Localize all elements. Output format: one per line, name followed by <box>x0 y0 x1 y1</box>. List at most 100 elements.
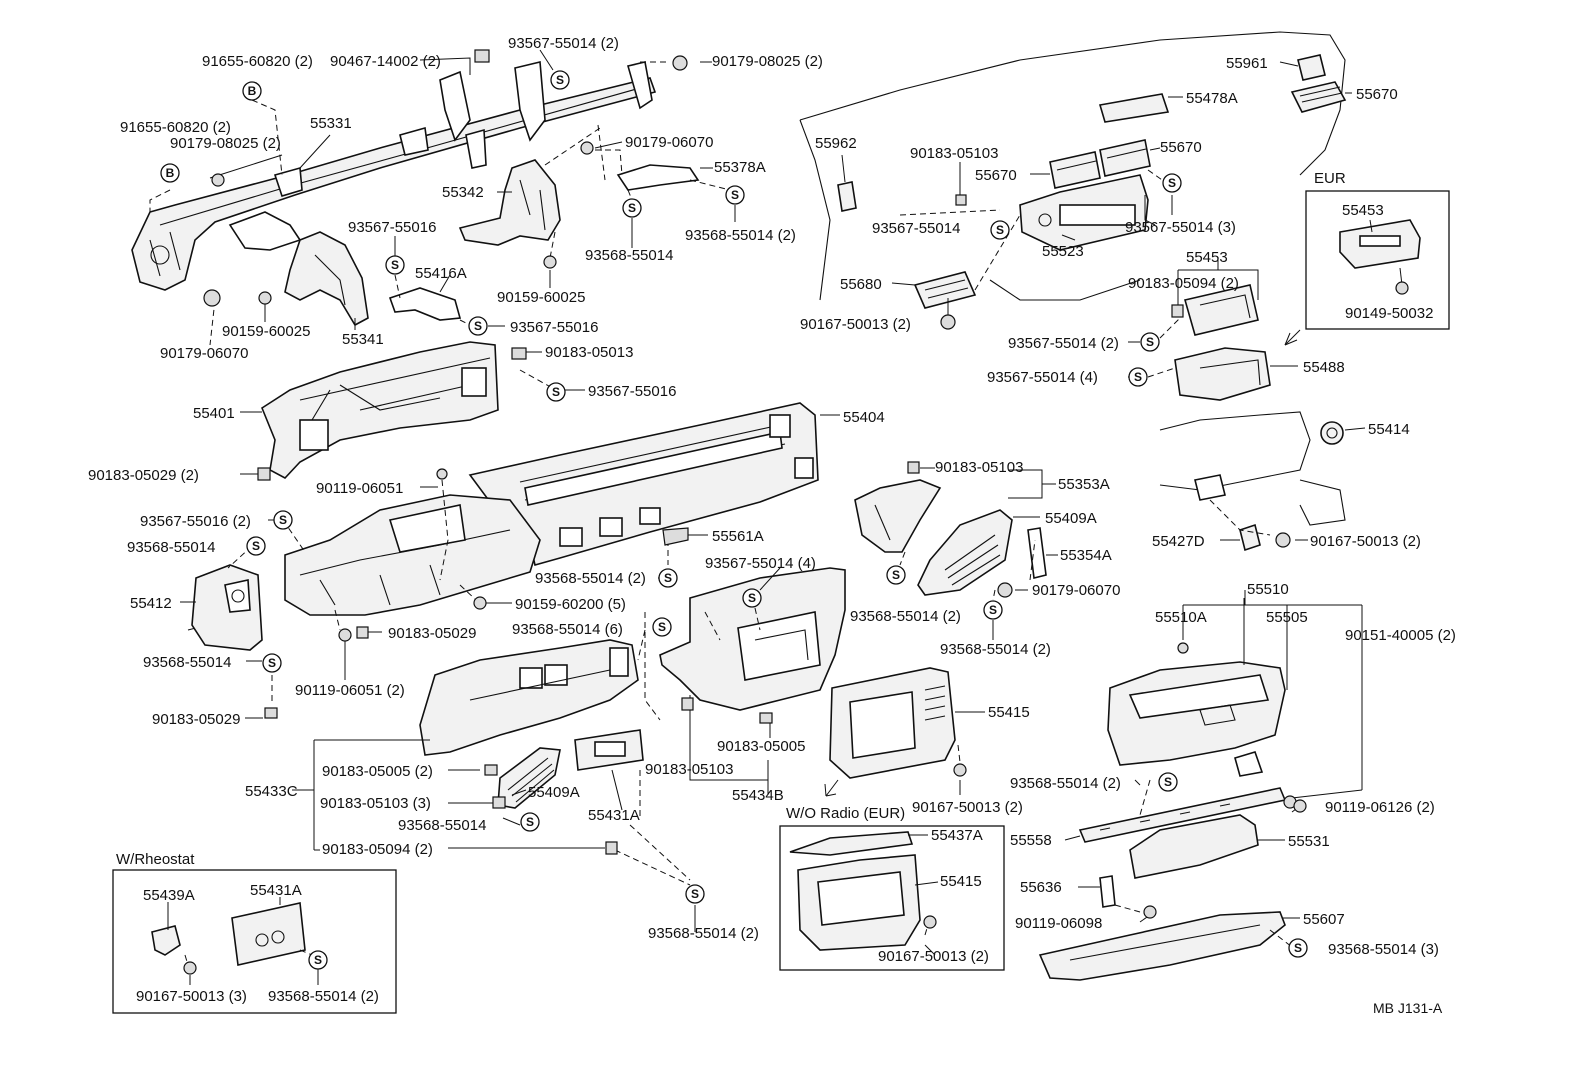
symbol-s: S <box>1158 772 1178 792</box>
label-55510: 55510 <box>1247 581 1289 598</box>
label-90167-50013: 90167-50013 (3) <box>136 988 247 1005</box>
label-90119-06098: 90119-06098 <box>1015 915 1102 932</box>
label-55341: 55341 <box>342 331 384 348</box>
part-55680-connector <box>913 271 977 309</box>
label-93568-55014: 93568-55014 <box>143 654 231 671</box>
label-90183-05103: 90183-05103 <box>910 145 998 162</box>
symbol-s: S <box>652 617 672 637</box>
inset-box-w-rheostat <box>112 869 397 1014</box>
part-55636-bracket <box>1099 875 1116 908</box>
fasteners <box>183 49 1409 975</box>
label-55409a: 55409A <box>528 784 580 801</box>
label-55558: 55558 <box>1010 832 1052 849</box>
svg-text:S: S <box>391 258 399 272</box>
label-90119-06126: 90119-06126 (2) <box>1325 799 1435 816</box>
part-55478a-strip <box>1098 93 1170 123</box>
label-55416a: 55416A <box>415 265 467 282</box>
label-eur: EUR <box>1314 170 1346 187</box>
part-55431a-switch-panel <box>574 729 644 771</box>
svg-text:S: S <box>1164 775 1172 789</box>
label-55607: 55607 <box>1303 911 1345 928</box>
label-90183-05094: 90183-05094 (2) <box>322 841 433 858</box>
part-55353a-side-panel <box>854 479 942 553</box>
label-90183-05013: 90183-05013 <box>545 344 633 361</box>
svg-text:B: B <box>166 166 175 180</box>
label-55427d: 55427D <box>1152 533 1205 550</box>
label-55378a: 55378A <box>714 159 766 176</box>
label-93567-55014: 93567-55014 (3) <box>1125 219 1236 236</box>
part-55434b-center-lower <box>659 567 846 711</box>
symbol-s: S <box>273 510 293 530</box>
label-55505: 55505 <box>1266 609 1308 626</box>
symbol-s: S <box>308 950 328 970</box>
label-90183-05005: 90183-05005 <box>717 738 805 755</box>
svg-text:S: S <box>628 201 636 215</box>
svg-text:S: S <box>731 188 739 202</box>
label-55961: 55961 <box>1226 55 1268 72</box>
part-labels: 91655-60820 (2) 90467-14002 (2) 93567-55… <box>88 35 1456 1016</box>
part-55510-glove-box <box>1107 661 1286 777</box>
label-diagram-code: MB J131-A <box>1373 1000 1443 1016</box>
label-93568-55014: 93568-55014 (6) <box>512 621 623 638</box>
label-w-rheostat: W/Rheostat <box>116 851 195 868</box>
label-90119-06051: 90119-06051 (2) <box>295 682 405 699</box>
label-90179-06070: 90179-06070 <box>160 345 248 362</box>
label-91655-60820: 91655-60820 (2) <box>120 119 231 136</box>
symbol-markers: B B S S S S S S S S S S S S S S S S S S … <box>160 70 1308 970</box>
symbol-s: S <box>385 255 405 275</box>
symbol-s: S <box>550 70 570 90</box>
part-55439a-rheostat <box>151 925 181 956</box>
symbol-s: S <box>685 884 705 904</box>
label-90179-06070: 90179-06070 <box>625 134 713 151</box>
label-93568-55014: 93568-55014 (3) <box>1328 941 1439 958</box>
label-55431a: 55431A <box>588 807 640 824</box>
svg-text:S: S <box>268 656 276 670</box>
part-55412-side-panel <box>191 564 263 651</box>
label-90167-50013: 90167-50013 (2) <box>800 316 911 333</box>
label-90179-08025: 90179-08025 (2) <box>712 53 823 70</box>
part-55523-center-frame <box>1019 174 1149 251</box>
label-90167-50013: 90167-50013 (2) <box>878 948 989 965</box>
symbol-s: S <box>262 653 282 673</box>
part-55961-vent <box>1297 54 1326 81</box>
part-55670-center-vents <box>1049 139 1151 189</box>
svg-text:S: S <box>279 513 287 527</box>
svg-text:S: S <box>552 385 560 399</box>
label-90467-14002: 90467-14002 (2) <box>330 53 441 70</box>
symbol-s: S <box>1288 938 1308 958</box>
label-55561a: 55561A <box>712 528 764 545</box>
label-55434b: 55434B <box>732 787 784 804</box>
symbol-s: S <box>725 185 745 205</box>
part-55404-dashboard <box>468 402 819 566</box>
symbol-s: S <box>520 812 540 832</box>
label-55409a: 55409A <box>1045 510 1097 527</box>
part-55531-door-inner <box>1129 814 1259 879</box>
label-90183-05029: 90183-05029 <box>388 625 476 642</box>
symbol-s: S <box>546 382 566 402</box>
svg-text:S: S <box>526 815 534 829</box>
label-55670: 55670 <box>1160 139 1202 156</box>
label-93568-55014: 93568-55014 (2) <box>850 608 961 625</box>
part-55670-side-vent <box>1290 81 1347 113</box>
symbol-s: S <box>886 565 906 585</box>
symbol-s: S <box>1140 332 1160 352</box>
part-55341-brace <box>284 231 369 327</box>
part-55415-wo-radio <box>797 854 921 951</box>
label-55439a: 55439A <box>143 887 195 904</box>
symbol-s: S <box>1128 367 1148 387</box>
label-90151-40005: 90151-40005 (2) <box>1345 627 1456 644</box>
part-55409a-right-vent <box>917 509 1013 596</box>
label-93567-55014: 93567-55014 (4) <box>987 369 1098 386</box>
svg-text:S: S <box>996 223 1004 237</box>
part-55962-switch <box>837 181 857 212</box>
symbol-s: S <box>622 198 642 218</box>
label-90167-50013: 90167-50013 (2) <box>1310 533 1421 550</box>
label-90183-05103: 90183-05103 <box>645 761 733 778</box>
label-93567-55014: 93567-55014 (2) <box>508 35 619 52</box>
part-55354a-bracket <box>1027 527 1047 579</box>
label-55488: 55488 <box>1303 359 1345 376</box>
label-90183-05094: 90183-05094 (2) <box>1128 275 1239 292</box>
symbol-b: B <box>242 81 262 101</box>
label-55478a: 55478A <box>1186 90 1238 107</box>
